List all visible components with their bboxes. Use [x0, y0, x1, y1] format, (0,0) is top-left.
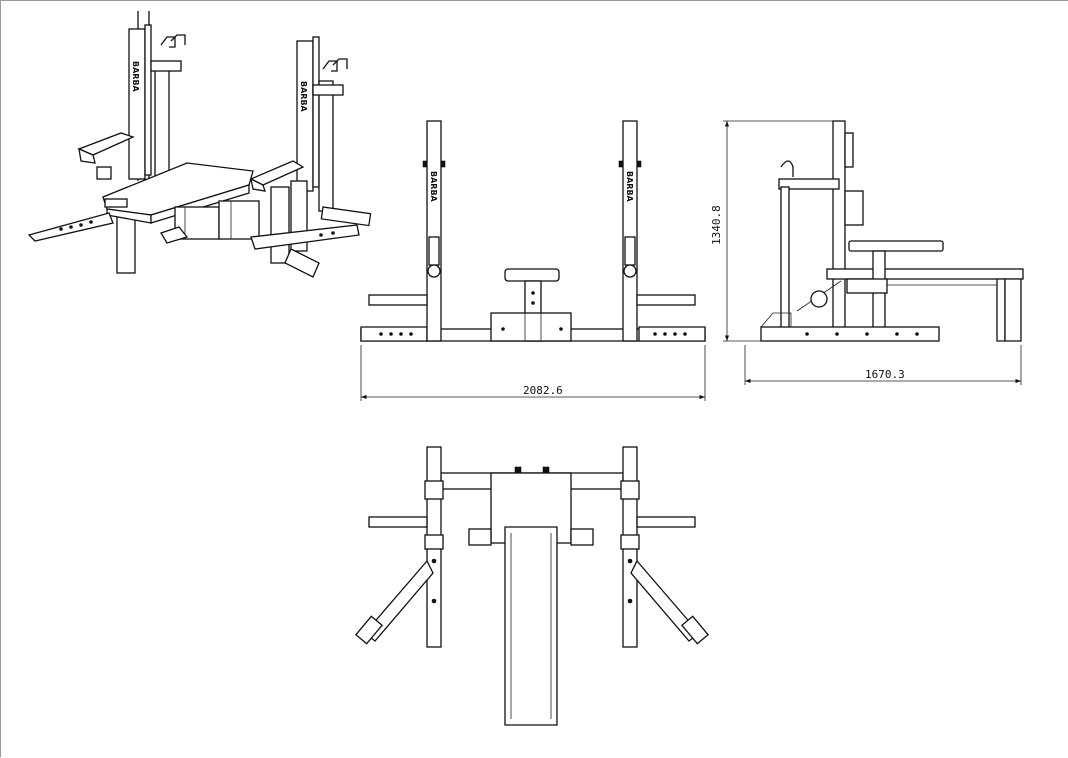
- dimension-side-depth: 1670.3: [865, 368, 905, 381]
- front-base-holes: [379, 332, 687, 336]
- isometric-view: BARBA BARBA: [27, 11, 372, 278]
- brand-mark-iso-right: BARBA: [299, 81, 308, 113]
- brand-mark-front-left: BARBA: [429, 171, 438, 203]
- front-view: BARBA BARBA 2082.6: [360, 120, 706, 401]
- dimension-front-width: 2082.6: [523, 384, 563, 397]
- top-view: [355, 446, 709, 726]
- side-view: 1340.8 1670.3: [710, 120, 1024, 385]
- brand-mark-iso-left: BARBA: [131, 61, 140, 93]
- brand-mark-front-right: BARBA: [625, 171, 634, 203]
- dimension-side-height: 1340.8: [710, 205, 723, 245]
